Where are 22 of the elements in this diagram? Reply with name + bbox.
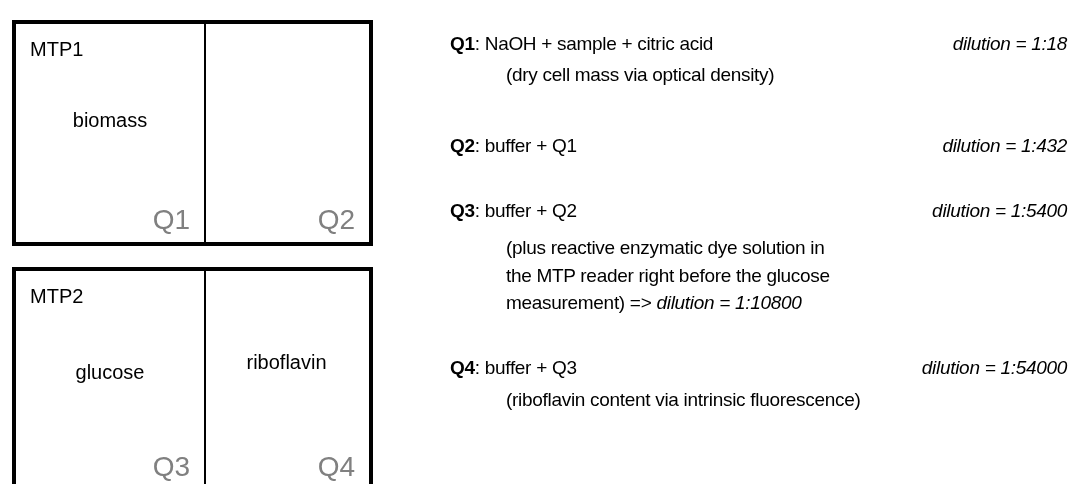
dilution-text: dilution = 1:54000 [921, 357, 1067, 379]
note-text: (plus reactive enzymatic dye solution in the MTP reader right before the glucose measurement) => dilution = 1:10800 [506, 236, 831, 316]
preparation-text: Q1: NaOH + sample + citric acid [450, 33, 714, 55]
microplate-outline [12, 20, 373, 246]
quadrant-label: Q1 [152, 204, 190, 236]
analyte-label: riboflavin [246, 351, 327, 374]
quadrant-label: Q2 [317, 204, 355, 236]
preparation-text: Q3: buffer + Q2 [450, 200, 577, 222]
plate-label: MTP1 [30, 38, 84, 61]
dilution-text: dilution = 1:18 [952, 33, 1067, 55]
analyte-label: glucose [75, 361, 145, 384]
dilution-text: dilution = 1:5400 [932, 200, 1067, 222]
quadrant-label: Q4 [317, 451, 355, 483]
note-text: (riboflavin content via intrinsic fluorescence) [506, 389, 861, 411]
microplate-outline [12, 267, 373, 484]
plate-label: MTP2 [30, 285, 84, 308]
quadrant-label: Q3 [152, 451, 190, 483]
preparation-text: Q4: buffer + Q3 [450, 357, 577, 379]
analyte-label: biomass [72, 109, 148, 132]
dilution-text: dilution = 1:432 [942, 135, 1067, 157]
preparation-text: Q2: buffer + Q1 [450, 135, 577, 157]
note-text: (dry cell mass via optical density) [506, 64, 775, 86]
